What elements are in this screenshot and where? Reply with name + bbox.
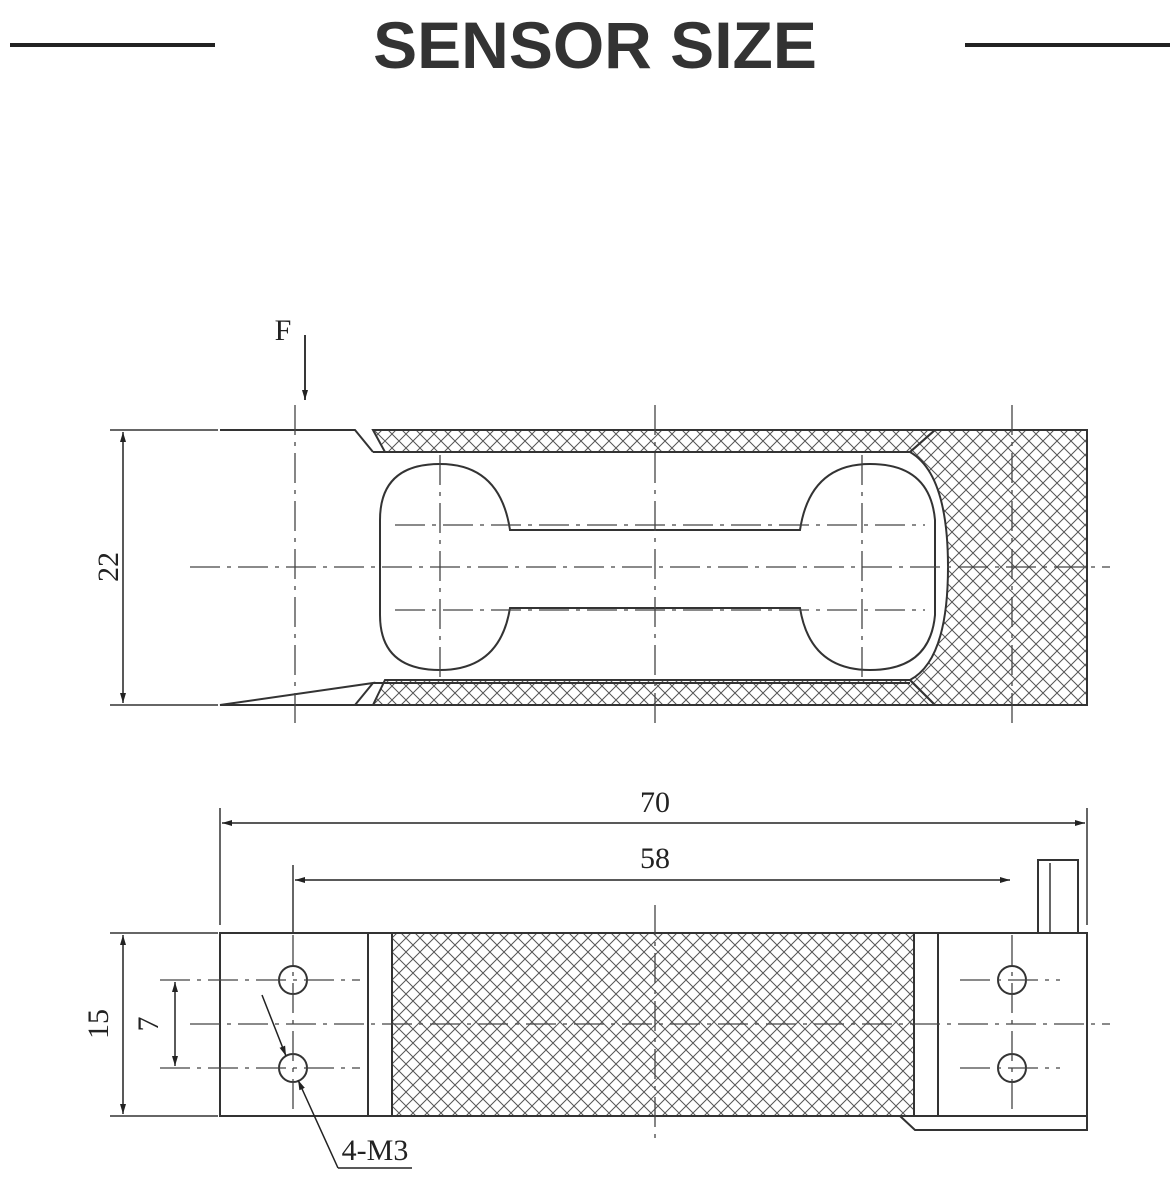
width-dimension: 15 [82,1009,115,1039]
hole-spacing-dimension: 58 [640,842,670,875]
thread-callout: 4-M3 [342,1134,409,1167]
left-mount-block [219,429,376,706]
plan-view: 70 58 [82,786,1110,1169]
callout-leader-2 [297,1079,339,1169]
page-title: SENSOR SIZE [373,8,817,82]
force-label: F [275,314,292,347]
header: SENSOR SIZE [10,8,1170,82]
overall-length-dimension: 70 [640,786,670,819]
dumbbell-cutout [379,462,936,672]
callout-leader-1 [261,994,287,1057]
top-hatch-strip [371,429,938,453]
height-dimension: 22 [92,552,125,582]
hole-offset-dimension: 7 [132,1017,165,1032]
side-view: F 22 [92,314,1110,730]
cable [1037,859,1079,934]
right-block-step [899,1115,1088,1131]
